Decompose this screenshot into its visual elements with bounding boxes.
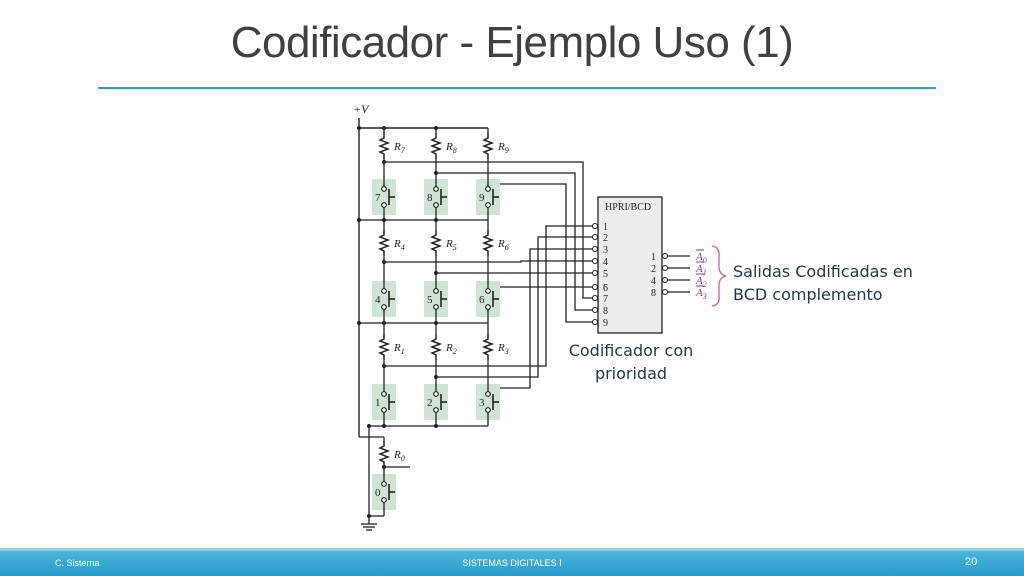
- resistor-subscript: 5: [453, 243, 457, 252]
- footer-bar: C. Sisterna SISTEMAS DIGITALES I 20: [0, 548, 1024, 576]
- svg-text:R3: R3: [497, 342, 509, 356]
- resistor-label: R: [497, 238, 505, 250]
- svg-text:R8: R8: [445, 141, 457, 155]
- resistor-subscript: 0: [401, 454, 405, 463]
- resistor-r4: [379, 229, 389, 257]
- outputs-annotation-line1: Salidas Codificadas en: [733, 262, 913, 281]
- encoder-annotation-line1: Codificador con: [568, 341, 694, 360]
- title-divider: [98, 87, 936, 89]
- encoder-circuit-diagram: +V: [353, 102, 727, 531]
- input-pin-label: 9: [603, 318, 608, 329]
- svg-text:A0: A0: [695, 251, 707, 265]
- footer-highlight-strip: [0, 548, 1024, 551]
- resistor-r8: [431, 132, 441, 160]
- resistor-label: R: [497, 342, 505, 354]
- resistor-r7: [379, 132, 389, 160]
- input-pin-label: 3: [603, 245, 608, 256]
- resistor-label: R: [393, 238, 401, 250]
- svg-text:R0: R0: [393, 449, 405, 463]
- svg-text:A1: A1: [695, 263, 707, 277]
- resistor-label: R: [393, 449, 401, 461]
- encoder-annotation-line2: prioridad: [594, 364, 668, 383]
- output-subscript: 1: [703, 268, 707, 277]
- resistor-label: R: [445, 238, 453, 250]
- switch-label: 6: [479, 294, 485, 306]
- input-pin-label: 4: [603, 257, 608, 268]
- switch-label: 8: [427, 192, 433, 204]
- output-pin-label: 1: [651, 252, 656, 263]
- svg-text:A2: A2: [695, 275, 707, 289]
- resistor-r6: [483, 229, 493, 257]
- encoder-chip: [597, 196, 663, 334]
- switch-label: 4: [375, 294, 381, 306]
- svg-text:R4: R4: [393, 238, 405, 252]
- resistor-label: R: [497, 141, 505, 153]
- resistor-subscript: 2: [453, 347, 457, 356]
- resistor-subscript: 8: [453, 146, 457, 155]
- input-pin-label: 2: [603, 233, 608, 244]
- svg-text:R1: R1: [393, 342, 405, 356]
- slide-title: Codificador - Ejemplo Uso (1): [230, 18, 794, 67]
- input-pin-label: 1: [603, 222, 608, 233]
- input-pin-label: 6: [603, 283, 608, 294]
- switch-label: 0: [375, 487, 381, 499]
- switch-label: 1: [375, 397, 381, 409]
- resistor-r3: [483, 333, 493, 361]
- output-name: A: [695, 251, 703, 263]
- svg-text:R5: R5: [445, 238, 457, 252]
- svg-text:R6: R6: [497, 238, 509, 252]
- output-pin-label: 2: [651, 264, 656, 275]
- resistor-r9: [483, 132, 493, 160]
- resistor-label: R: [445, 141, 453, 153]
- output-name: A: [695, 275, 703, 287]
- output-pin-label: 8: [651, 288, 656, 299]
- output-pin-label: 4: [651, 276, 656, 287]
- page-number: 20: [965, 556, 978, 568]
- resistor-subscript: 1: [401, 347, 405, 356]
- chip-label: HPRI/BCD: [605, 202, 651, 213]
- resistor-r5: [431, 229, 441, 257]
- resistor-r0: [379, 440, 389, 468]
- encoder-annotation: Codificador con prioridad: [560, 339, 702, 385]
- svg-text:R9: R9: [497, 141, 509, 155]
- output-subscript: 0: [703, 256, 707, 265]
- resistor-subscript: 7: [401, 146, 406, 155]
- footer-course: SISTEMAS DIGITALES I: [462, 558, 562, 568]
- footer-author: C. Sisterna: [55, 558, 100, 568]
- switch-label: 3: [479, 397, 485, 409]
- resistor-subscript: 6: [505, 243, 509, 252]
- output-subscript: 2: [703, 280, 707, 289]
- svg-text:A3: A3: [695, 287, 707, 301]
- input-pin-label: 8: [603, 306, 608, 317]
- resistor-subscript: 9: [505, 146, 509, 155]
- resistor-label: R: [445, 342, 453, 354]
- input-pin-label: 5: [603, 269, 608, 280]
- resistor-subscript: 3: [504, 347, 509, 356]
- output-subscript: 3: [702, 292, 707, 301]
- resistor-r1: [379, 333, 389, 361]
- switch-label: 2: [427, 397, 433, 409]
- output-name: A: [695, 263, 703, 275]
- resistor-label: R: [393, 141, 401, 153]
- output-brace: [711, 245, 727, 307]
- switch-label: 7: [375, 192, 381, 204]
- outputs-annotation: Salidas Codificadas en BCD complemento: [733, 260, 913, 306]
- svg-text:R2: R2: [445, 342, 457, 356]
- svg-text:R7: R7: [393, 141, 406, 155]
- switch-label: 9: [479, 192, 485, 204]
- output-name: A: [695, 287, 703, 299]
- input-pin-label: 7: [603, 294, 608, 305]
- outputs-annotation-line2: BCD complemento: [733, 285, 883, 304]
- resistor-label: R: [393, 342, 401, 354]
- supply-label: +V: [353, 102, 370, 116]
- switch-label: 5: [427, 294, 433, 306]
- resistor-subscript: 4: [401, 243, 405, 252]
- resistor-r2: [431, 333, 441, 361]
